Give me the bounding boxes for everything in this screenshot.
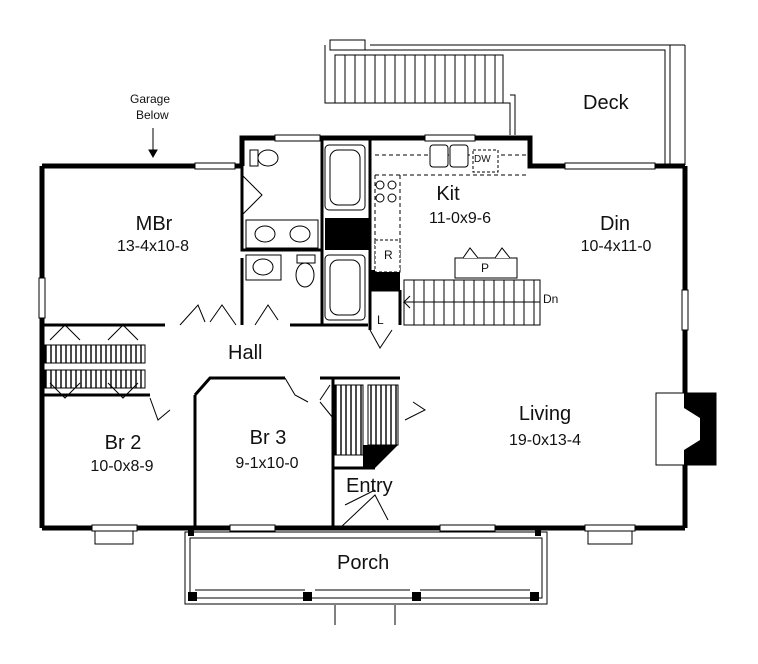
room-br3-size: 9-1x10-0 xyxy=(235,455,299,472)
dishwasher-label: DW xyxy=(474,154,491,165)
deck-label: Deck xyxy=(583,92,629,114)
room-mbr-name: MBr xyxy=(135,213,173,235)
hall-label: Hall xyxy=(228,342,263,364)
deck xyxy=(324,44,686,165)
room-mbr-size: 13-4x10-8 xyxy=(116,238,190,255)
interior-walls xyxy=(42,138,402,528)
room-living-name: Living xyxy=(518,403,572,425)
rear-stairs xyxy=(329,39,504,104)
room-din-name: Din xyxy=(599,213,630,235)
pantry-label: P xyxy=(481,261,490,275)
closets xyxy=(44,344,399,456)
stairs-down-label: Dn xyxy=(543,292,559,306)
garage-label: Garage xyxy=(130,92,171,106)
windows xyxy=(38,134,689,532)
garage-arrow xyxy=(148,128,158,159)
room-living-size: 19-0x13-4 xyxy=(508,432,582,449)
bath-chase xyxy=(325,218,400,468)
room-din-size: 10-4x11-0 xyxy=(580,238,652,255)
linen-label: L xyxy=(377,313,384,327)
room-br2-name: Br 2 xyxy=(104,432,142,454)
room-kit-size: 11-0x9-6 xyxy=(429,210,491,227)
fireplace xyxy=(655,392,717,466)
garage-below-label: Below xyxy=(136,108,169,122)
room-br3-name: Br 3 xyxy=(249,427,287,449)
kitchen-fixtures xyxy=(374,144,528,279)
refrigerator-label: R xyxy=(384,248,393,262)
porch-label: Porch xyxy=(337,552,390,574)
porch-columns xyxy=(188,530,541,601)
porch xyxy=(184,531,548,625)
room-br2-size: 10-0x8-9 xyxy=(90,458,154,475)
entry-label: Entry xyxy=(346,475,393,497)
window-sills xyxy=(94,530,633,545)
doors xyxy=(49,174,426,529)
bath-fixtures xyxy=(245,144,366,321)
interior-stairs xyxy=(402,279,541,326)
room-kit-name: Kit xyxy=(436,183,460,205)
